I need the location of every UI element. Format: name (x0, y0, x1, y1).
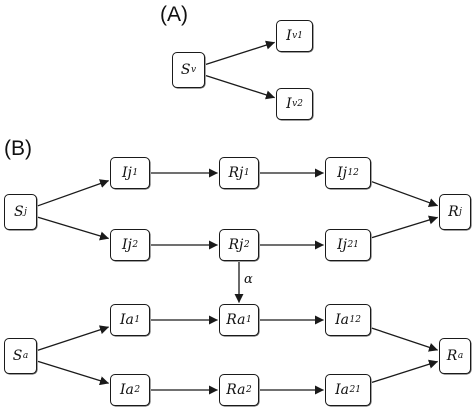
edge-Ia21-to-Ra (371, 359, 439, 384)
edge-Ij21-to-Rj (371, 215, 439, 239)
edge-Sv-to-Iv1 (205, 40, 276, 66)
alpha-label: α (244, 272, 253, 287)
panel-label-a: (A) (160, 3, 188, 26)
edge-Sv-to-Iv2 (205, 74, 276, 100)
edge-Sa-to-Ia1 (37, 325, 110, 351)
edge-Ij12-to-Rj (371, 181, 439, 208)
edge-Ia12-to-Ra (371, 327, 439, 352)
edge-Sa-to-Ia2 (37, 360, 110, 386)
edge-Sj-to-Ij1 (37, 179, 110, 207)
edge-Sj-to-Ij2 (37, 216, 110, 241)
panel-label-b: (B) (4, 137, 32, 160)
